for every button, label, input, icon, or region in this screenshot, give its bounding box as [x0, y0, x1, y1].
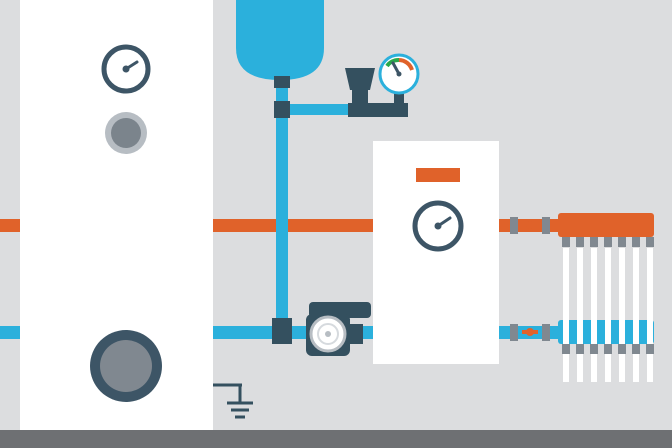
manifold-outlets	[562, 237, 654, 382]
cold-line-valve	[510, 324, 550, 341]
manifold-supply-cap	[590, 237, 598, 247]
water-heater	[20, 0, 213, 430]
riser-pipe	[276, 70, 288, 334]
manifold-outlet-pipe	[647, 248, 653, 382]
manifold-outlet-pipe	[563, 248, 569, 382]
manifold-outlet-pipe	[591, 248, 597, 382]
manifold-return-cap	[590, 344, 598, 354]
manifold-return-cap	[632, 344, 640, 354]
gauge-green-zone	[385, 58, 400, 68]
manifold-supply-cap	[576, 237, 584, 247]
hot-pipe-left	[0, 219, 20, 232]
tank-gauge-icon	[101, 44, 151, 94]
manifold-supply-cap	[562, 237, 570, 247]
ground-icon	[213, 383, 253, 419]
manifold-icon	[558, 213, 654, 237]
manifold-return-cap	[576, 344, 584, 354]
vessel-fitting	[274, 76, 290, 88]
boiler-gauge-icon	[412, 200, 464, 252]
safety-base-bar	[348, 103, 408, 117]
manifold-return-cap	[646, 344, 654, 354]
pressure-gauge	[378, 53, 420, 95]
circulation-pump	[272, 302, 371, 356]
cold-pipe-left	[0, 326, 20, 339]
riser-tee-fitting	[274, 101, 290, 118]
manifold-outlet-pipe	[605, 248, 611, 382]
manifold-supply-cap	[618, 237, 626, 247]
manifold	[558, 213, 654, 382]
gauge-stem	[394, 90, 404, 104]
tank-port-large-icon	[90, 330, 162, 402]
branch-pipe	[282, 104, 362, 115]
vessel-icon	[236, 0, 324, 80]
expansion-vessel	[236, 0, 324, 88]
manifold-outlet-pipe	[633, 248, 639, 382]
manifold-supply-cap	[632, 237, 640, 247]
boiler-indicator	[416, 168, 460, 182]
manifold-return-cap	[618, 344, 626, 354]
manifold-return-cap	[604, 344, 612, 354]
hot-pipe-main	[212, 219, 376, 232]
safety-group	[345, 68, 408, 117]
gauge-orange-zone	[398, 58, 414, 71]
valve-body	[352, 88, 368, 104]
tank-port-small-icon	[105, 112, 147, 154]
valve-group-icon	[345, 68, 375, 90]
manifold-outlet-pipe	[577, 248, 583, 382]
hot-line-valve	[510, 217, 550, 234]
manifold-return-cap	[562, 344, 570, 354]
boiler	[373, 141, 499, 364]
manifold-supply-cap	[604, 237, 612, 247]
pump-outlet	[347, 324, 363, 344]
pump-elbow-fitting	[272, 318, 292, 344]
manifold-supply-cap	[646, 237, 654, 247]
floor	[0, 430, 672, 448]
manifold-outlet-pipe	[619, 248, 625, 382]
